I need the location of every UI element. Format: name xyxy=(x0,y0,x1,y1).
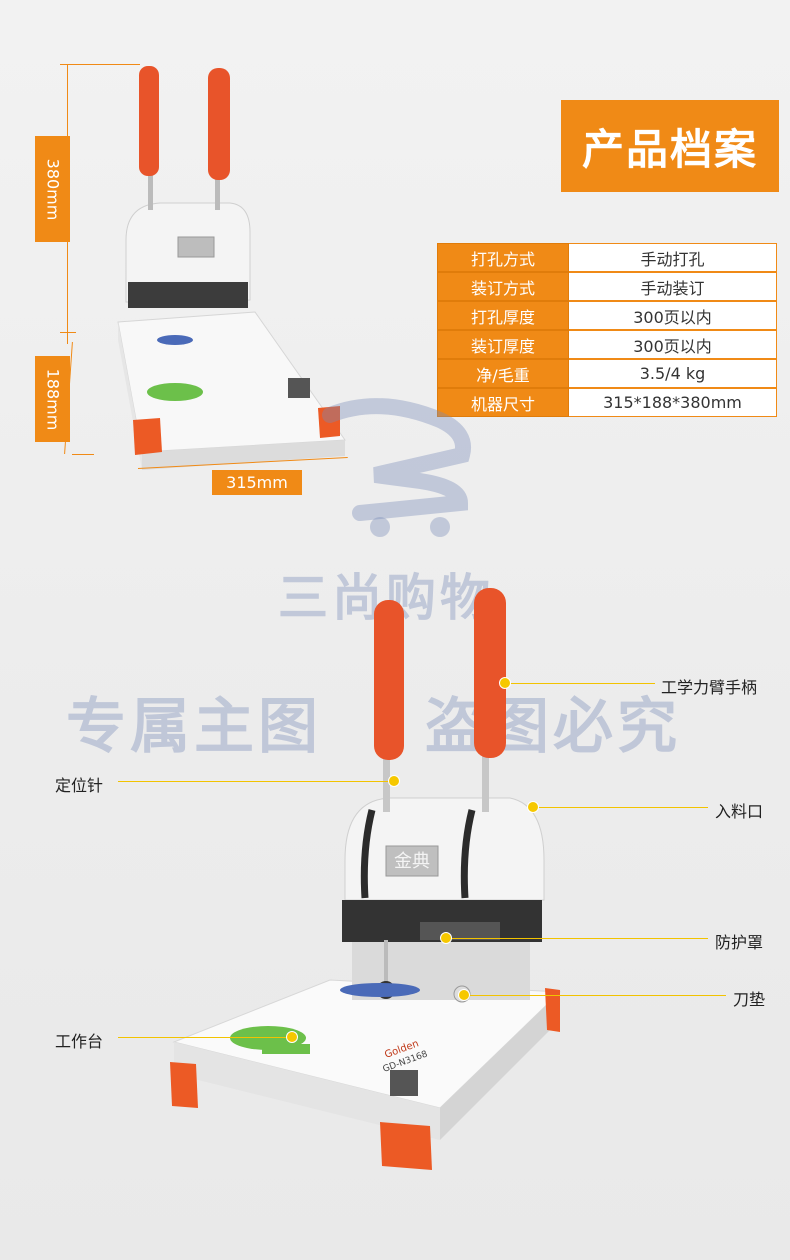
spec-key: 打孔厚度 xyxy=(437,301,569,330)
callout-line-table xyxy=(118,1037,292,1038)
dim-line-depth-tick-bottom xyxy=(72,454,94,455)
spec-key: 装订方式 xyxy=(437,272,569,301)
spec-row: 净/毛重 3.5/4 kg xyxy=(437,359,777,388)
page-title: 产品档案 xyxy=(561,100,779,192)
spec-row: 机器尺寸 315*188*380mm xyxy=(437,388,777,417)
spec-row: 装订厚度 300页以内 xyxy=(437,330,777,359)
callout-inlet: 入料口 xyxy=(715,802,764,821)
dim-line-height-tick-top xyxy=(60,64,140,65)
callout-cover: 防护罩 xyxy=(715,933,764,952)
cart-watermark-icon xyxy=(322,398,471,537)
callout-line-pin xyxy=(118,781,394,782)
spec-value: 300页以内 xyxy=(569,301,777,330)
spec-value: 315*188*380mm xyxy=(569,388,777,417)
callout-dot-cover xyxy=(440,932,452,944)
callout-line-cover xyxy=(446,938,708,939)
watermark-notice-right: 盗图必究 xyxy=(425,692,681,762)
spec-value: 3.5/4 kg xyxy=(569,359,777,388)
callout-pad: 刀垫 xyxy=(733,990,766,1009)
callout-dot-table xyxy=(286,1031,298,1043)
machine-large-illustration: 金典 Golden GD-N3168 xyxy=(170,588,562,1170)
watermark-notice-left: 专属主图 xyxy=(66,692,322,762)
callout-dot-pad xyxy=(458,989,470,1001)
machine-small-illustration xyxy=(117,66,346,470)
spec-table: 打孔方式 手动打孔 装订方式 手动装订 打孔厚度 300页以内 装订厚度 300… xyxy=(437,243,777,417)
callout-handle: 工学力臂手柄 xyxy=(661,678,758,697)
callout-line-inlet xyxy=(534,807,708,808)
callout-line-pad xyxy=(464,995,726,996)
callout-line-handle xyxy=(505,683,655,684)
spec-value: 手动打孔 xyxy=(569,243,777,272)
machine-logo: 金典 xyxy=(394,851,430,872)
callout-dot-handle xyxy=(499,677,511,689)
dim-label-height: 380mm xyxy=(35,136,70,242)
spec-row: 打孔方式 手动打孔 xyxy=(437,243,777,272)
spec-value: 手动装订 xyxy=(569,272,777,301)
callout-dot-pin xyxy=(388,775,400,787)
dim-label-depth: 188mm xyxy=(35,356,70,442)
spec-value: 300页以内 xyxy=(569,330,777,359)
spec-key: 装订厚度 xyxy=(437,330,569,359)
callout-pin: 定位针 xyxy=(55,776,104,795)
spec-key: 机器尺寸 xyxy=(437,388,569,417)
spec-key: 打孔方式 xyxy=(437,243,569,272)
callout-dot-inlet xyxy=(527,801,539,813)
dim-label-width: 315mm xyxy=(212,470,302,495)
spec-row: 装订方式 手动装订 xyxy=(437,272,777,301)
callout-table: 工作台 xyxy=(55,1032,104,1051)
spec-row: 打孔厚度 300页以内 xyxy=(437,301,777,330)
spec-key: 净/毛重 xyxy=(437,359,569,388)
dim-line-height-tick-mid xyxy=(60,332,76,333)
